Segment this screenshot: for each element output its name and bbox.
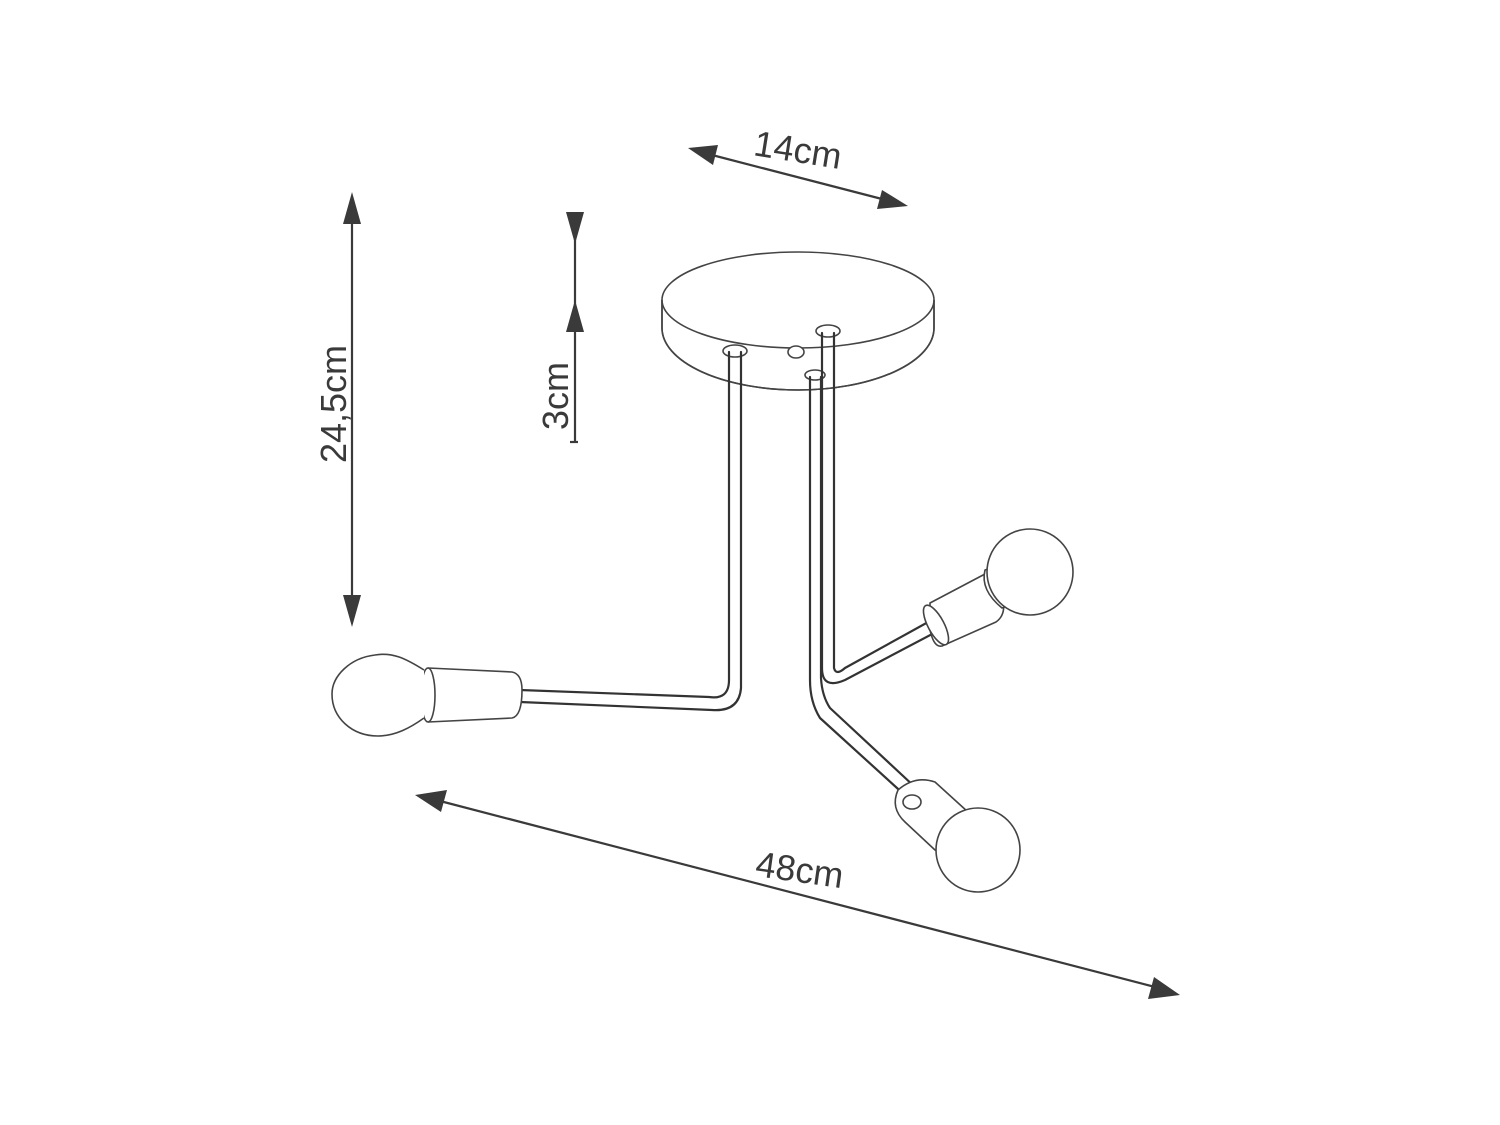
dimension-canopy-height: 3cm bbox=[535, 212, 584, 444]
arm-right-front bbox=[808, 375, 1021, 893]
arrow-head-down bbox=[343, 595, 361, 627]
canopy-height-label: 3cm bbox=[535, 362, 576, 430]
arrow-head-left bbox=[415, 790, 447, 812]
arrow-head-left bbox=[688, 145, 718, 165]
dimension-canopy-diameter: 14cm bbox=[688, 123, 908, 209]
canopy bbox=[661, 251, 935, 391]
total-width-label: 48cm bbox=[753, 843, 846, 896]
arrow-head-down bbox=[566, 212, 584, 244]
arrow-head-up bbox=[343, 192, 361, 224]
bulb-left bbox=[331, 653, 425, 737]
arrow-head-right bbox=[1148, 977, 1180, 999]
arm-left bbox=[331, 350, 743, 737]
bulb-right-back bbox=[986, 528, 1074, 616]
stem-socket-right-back bbox=[815, 324, 841, 338]
bulb-right-front bbox=[935, 807, 1021, 893]
total-height-label: 24,5cm bbox=[313, 345, 354, 463]
arrow-head-right bbox=[877, 190, 908, 209]
dimension-total-width: 48cm bbox=[415, 790, 1180, 999]
arm-right-back bbox=[820, 331, 1074, 685]
dimension-total-height: 24,5cm bbox=[313, 192, 361, 627]
arrow-head-up bbox=[566, 300, 584, 332]
canopy-screw bbox=[787, 345, 805, 359]
stem-socket-left bbox=[722, 344, 748, 358]
